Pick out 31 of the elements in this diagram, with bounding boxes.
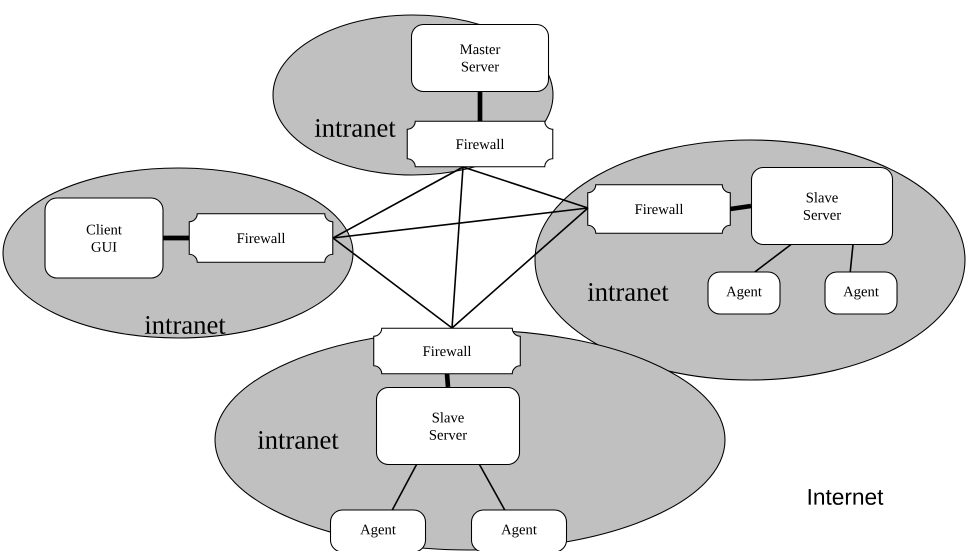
- intranet-label: intranet: [588, 283, 669, 301]
- network-link: [849, 244, 854, 272]
- agent-box: Agent: [707, 271, 781, 315]
- network-link: [462, 166, 588, 209]
- firewall-box: Firewall: [587, 184, 731, 234]
- connector-line: [444, 374, 450, 388]
- network-link: [392, 464, 418, 510]
- intranet-label: intranet: [258, 431, 339, 449]
- intranet-label: intranet: [144, 316, 226, 334]
- intranet-label: intranet: [314, 119, 396, 137]
- server-box: Slave Server: [750, 166, 894, 246]
- connector-line: [478, 92, 482, 122]
- connector-line: [730, 204, 752, 212]
- agent-box: Agent: [824, 271, 898, 315]
- firewall-box: Firewall: [373, 328, 521, 374]
- firewall-box: Firewall: [406, 120, 554, 168]
- firewall-box: Firewall: [188, 213, 334, 263]
- agent-box: Agent: [470, 509, 568, 551]
- network-link: [478, 464, 506, 510]
- network-label: Internet: [808, 489, 884, 505]
- network-link: [451, 207, 589, 329]
- network-link: [451, 166, 464, 328]
- network-link: [754, 244, 792, 273]
- network-link: [332, 207, 588, 239]
- server-box: Master Server: [410, 24, 550, 92]
- connector-line: [164, 236, 190, 240]
- network-link: [332, 237, 452, 329]
- agent-box: Agent: [330, 509, 426, 551]
- server-box: Client GUI: [44, 197, 164, 279]
- network-link: [332, 166, 464, 239]
- server-box: Slave Server: [376, 386, 520, 466]
